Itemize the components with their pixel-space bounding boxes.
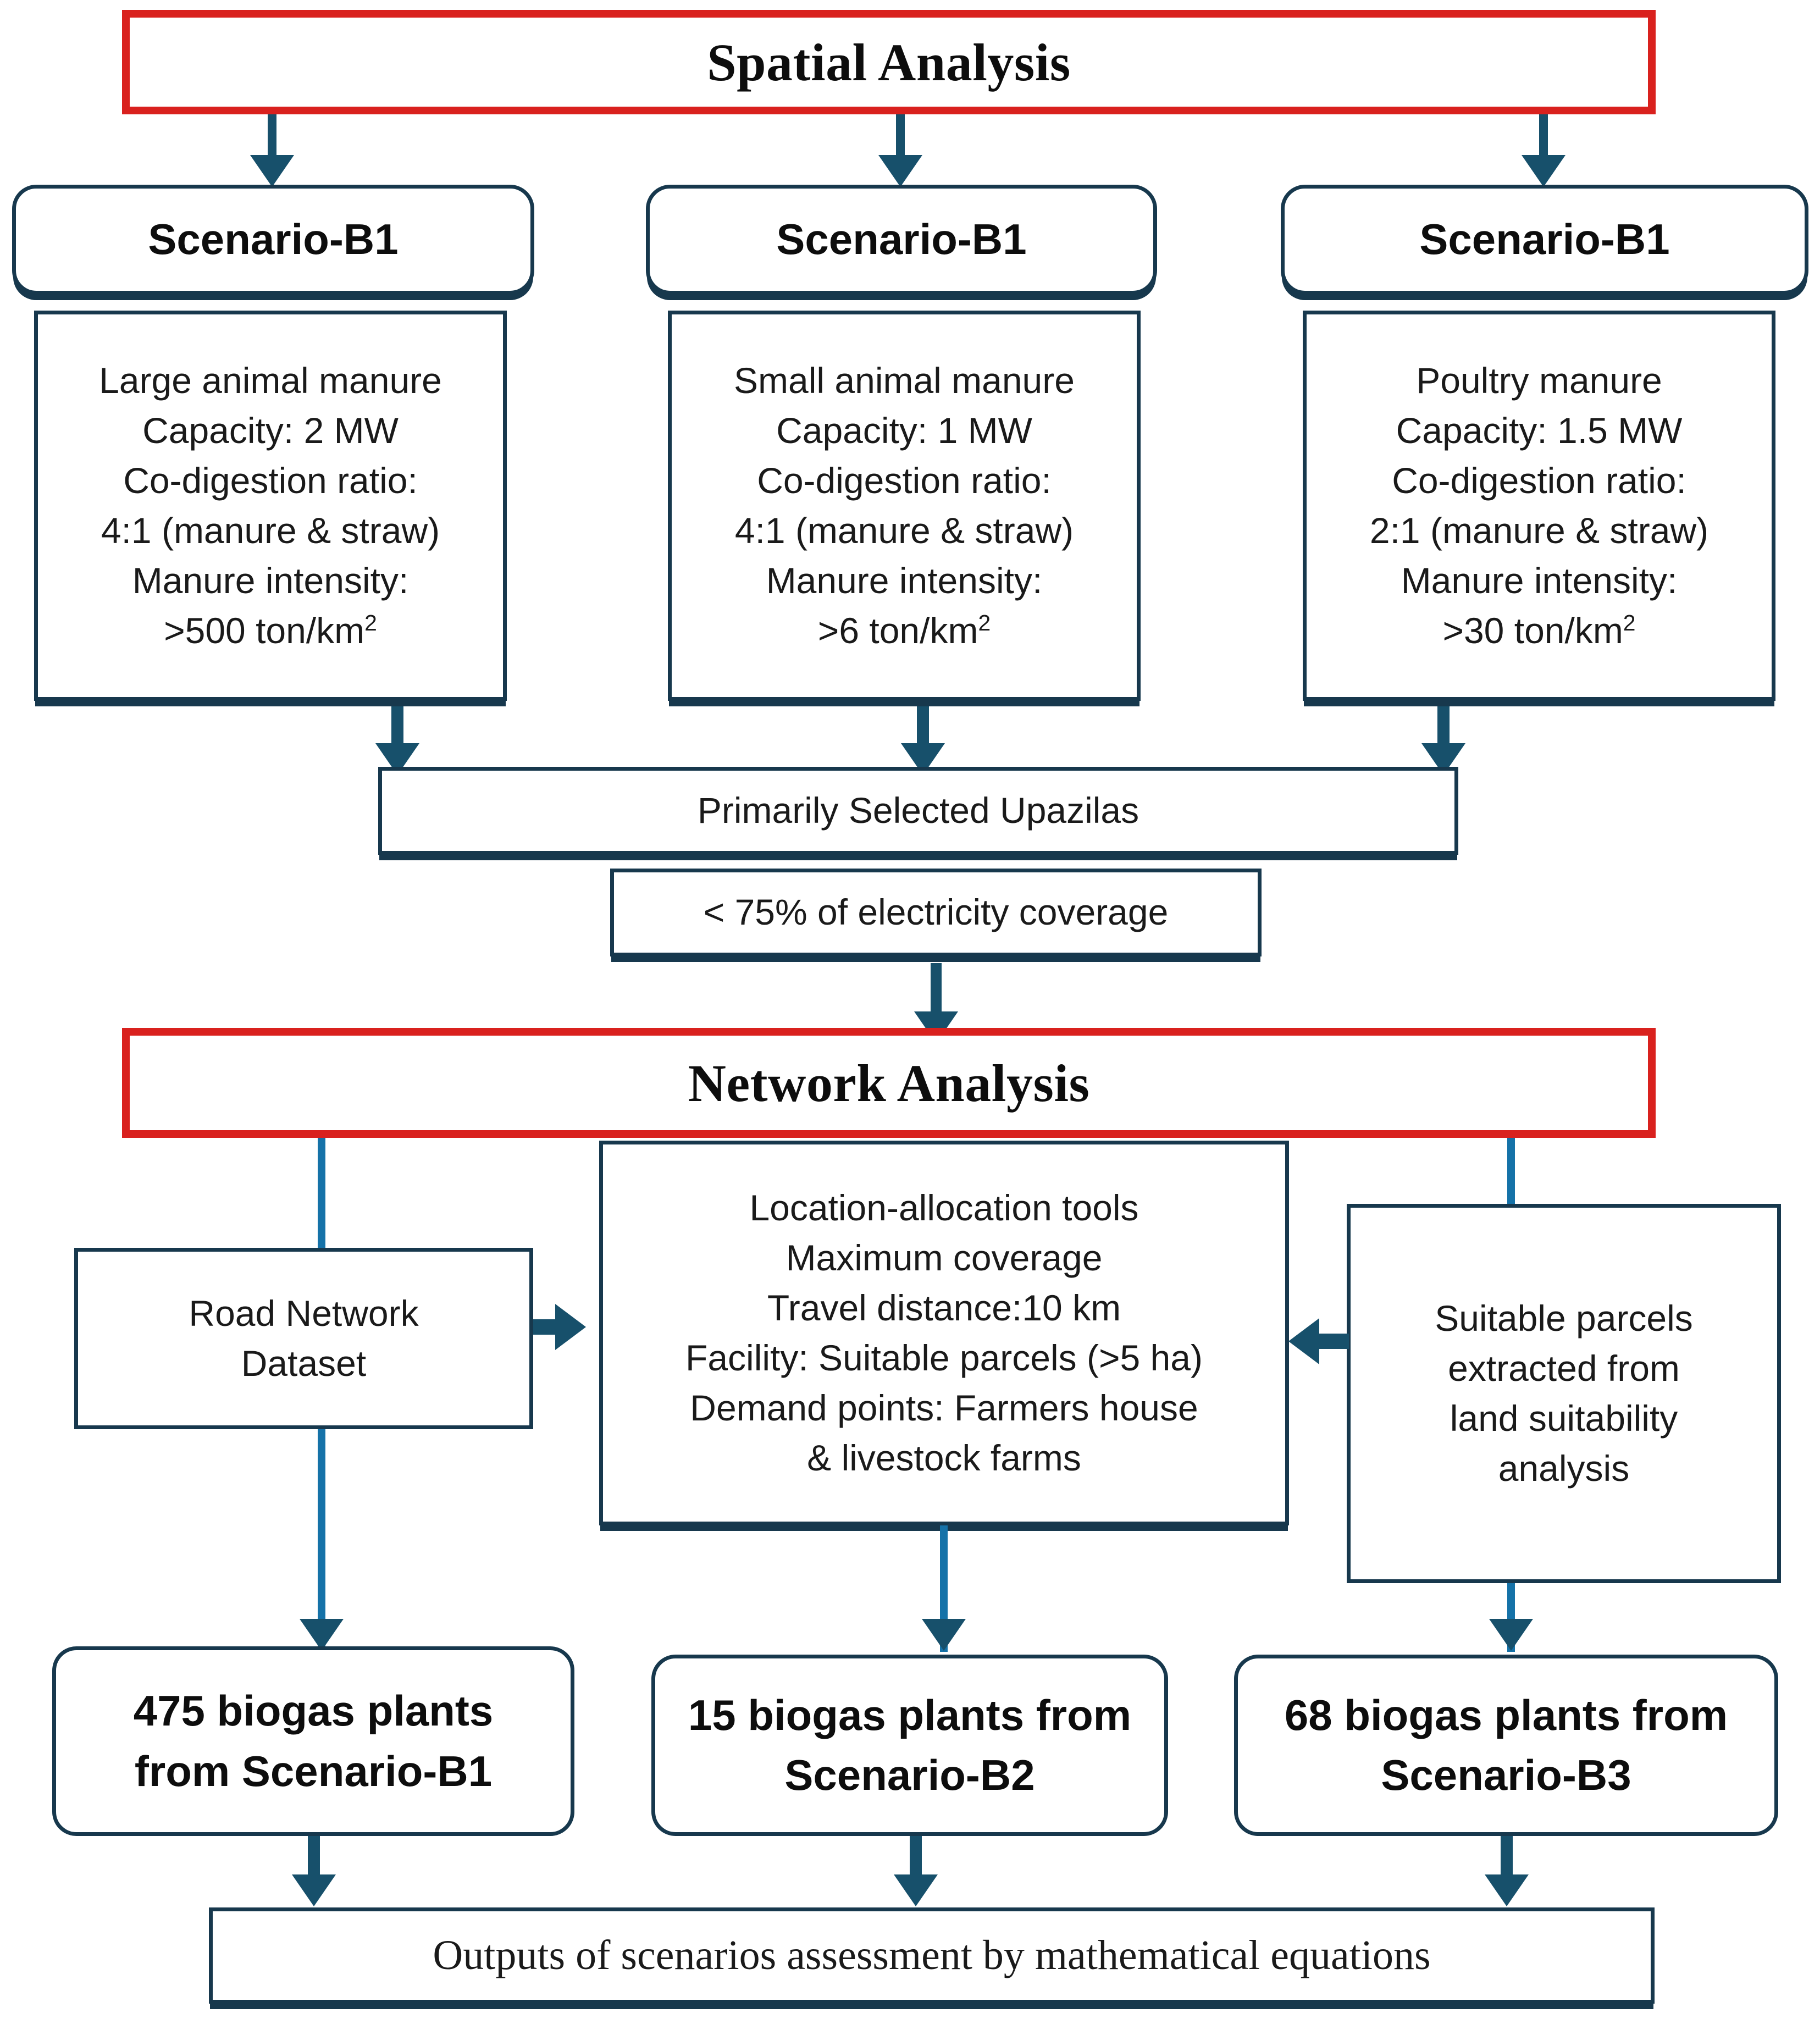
- arrow-spatial-to-scenario-3: [1522, 155, 1565, 187]
- result-3-line-2: Scenario-B3: [1381, 1751, 1631, 1799]
- connector-network-to-suitable-parcels: [1507, 1138, 1515, 1207]
- location-allocation-line-3: Travel distance:10 km: [767, 1287, 1121, 1328]
- arrow-to-result-3: [1489, 1619, 1533, 1651]
- electricity-coverage-label: < 75% of electricity coverage: [703, 892, 1169, 933]
- connector-electricity-to-network: [931, 963, 942, 1024]
- connector-network-to-road-network: [318, 1138, 325, 1248]
- connector-road-network-to-result-1: [318, 1429, 325, 1649]
- connector-result-1-to-outputs: [308, 1836, 320, 1885]
- location-allocation-box: Location-allocation tools Maximum covera…: [599, 1141, 1289, 1525]
- scenario-1-ratio-label: Co-digestion ratio:: [123, 460, 418, 501]
- suitable-parcels-line-4: analysis: [1498, 1448, 1630, 1489]
- scenario-1-label: Scenario-B1: [148, 215, 399, 264]
- primarily-selected-upazilas-label: Primarily Selected Upazilas: [697, 790, 1139, 831]
- scenario-1-details: Large animal manure Capacity: 2 MW Co-di…: [34, 311, 507, 701]
- outputs-label: Outputs of scenarios assessment by mathe…: [433, 1932, 1431, 1979]
- scenario-2-intensity-value: >6 ton/km2: [817, 610, 991, 651]
- scenario-2-ratio-label: Co-digestion ratio:: [757, 460, 1052, 501]
- connector-result-3-to-outputs: [1501, 1836, 1513, 1885]
- arrow-result-1-to-outputs: [292, 1874, 336, 1906]
- arrow-spatial-to-scenario-2: [878, 155, 922, 187]
- scenario-2-ratio-value: 4:1 (manure & straw): [734, 510, 1074, 551]
- scenario-3-capacity: Capacity: 1.5 MW: [1396, 410, 1683, 451]
- result-2-line-1: 15 biogas plants from: [688, 1690, 1132, 1739]
- result-box-2: 15 biogas plants from Scenario-B2: [651, 1655, 1168, 1836]
- scenario-2-header: Scenario-B1: [646, 185, 1157, 295]
- connector-spatial-to-scenario-1: [268, 114, 276, 164]
- connector-suitable-parcels-to-location: [1318, 1334, 1349, 1349]
- scenario-3-intensity-label: Manure intensity:: [1401, 560, 1678, 601]
- electricity-coverage-box: < 75% of electricity coverage: [610, 869, 1262, 956]
- scenario-3-ratio-label: Co-digestion ratio:: [1392, 460, 1686, 501]
- result-box-3: 68 biogas plants from Scenario-B3: [1234, 1655, 1778, 1836]
- connector-spatial-to-scenario-3: [1539, 114, 1548, 164]
- arrow-result-2-to-outputs: [894, 1874, 938, 1906]
- arrow-result-3-to-outputs: [1485, 1874, 1529, 1906]
- result-box-1: 475 biogas plants from Scenario-B1: [52, 1646, 574, 1836]
- connector-spatial-to-scenario-2: [896, 114, 905, 164]
- scenario-1-ratio-value: 4:1 (manure & straw): [101, 510, 440, 551]
- arrow-spatial-to-scenario-1: [250, 155, 294, 187]
- scenario-2-label: Scenario-B1: [776, 215, 1027, 264]
- scenario-3-details: Poultry manure Capacity: 1.5 MW Co-diges…: [1303, 311, 1775, 701]
- outputs-box: Outputs of scenarios assessment by mathe…: [209, 1907, 1655, 2004]
- scenario-3-intensity-value: >30 ton/km2: [1442, 610, 1636, 651]
- scenario-1-header: Scenario-B1: [12, 185, 534, 295]
- primarily-selected-upazilas-box: Primarily Selected Upazilas: [378, 767, 1458, 855]
- suitable-parcels-line-2: extracted from: [1448, 1347, 1680, 1389]
- scenario-3-feedstock: Poultry manure: [1416, 360, 1662, 401]
- result-3-line-1: 68 biogas plants from: [1284, 1690, 1728, 1739]
- arrow-road-network-to-location: [555, 1304, 586, 1350]
- scenario-3-ratio-value: 2:1 (manure & straw): [1369, 510, 1709, 551]
- scenario-1-intensity-label: Manure intensity:: [132, 560, 409, 601]
- road-network-dataset-box: Road Network Dataset: [74, 1248, 533, 1429]
- road-network-line-2: Dataset: [241, 1343, 367, 1384]
- network-analysis-header: Network Analysis: [122, 1028, 1656, 1138]
- arrow-to-result-1: [300, 1619, 344, 1651]
- network-analysis-title: Network Analysis: [688, 1053, 1090, 1113]
- location-allocation-line-4: Facility: Suitable parcels (>5 ha): [685, 1337, 1203, 1378]
- spatial-analysis-header: Spatial Analysis: [122, 10, 1656, 114]
- suitable-parcels-line-3: land suitability: [1450, 1398, 1678, 1439]
- scenario-2-capacity: Capacity: 1 MW: [776, 410, 1032, 451]
- suitable-parcels-line-1: Suitable parcels: [1435, 1297, 1693, 1339]
- location-allocation-line-5: Demand points: Farmers house: [690, 1387, 1198, 1429]
- scenario-3-header: Scenario-B1: [1281, 185, 1808, 295]
- scenario-2-details: Small animal manure Capacity: 1 MW Co-di…: [668, 311, 1141, 701]
- scenario-1-capacity: Capacity: 2 MW: [142, 410, 399, 451]
- scenario-2-feedstock: Small animal manure: [734, 360, 1075, 401]
- scenario-2-intensity-label: Manure intensity:: [766, 560, 1043, 601]
- result-2-line-2: Scenario-B2: [784, 1751, 1035, 1799]
- arrow-suitable-parcels-to-location: [1288, 1318, 1319, 1364]
- scenario-1-intensity-value: >500 ton/km2: [164, 610, 377, 651]
- location-allocation-line-1: Location-allocation tools: [749, 1187, 1139, 1228]
- location-allocation-line-6: & livestock farms: [807, 1437, 1081, 1479]
- scenario-1-feedstock: Large animal manure: [99, 360, 442, 401]
- road-network-line-1: Road Network: [189, 1292, 419, 1334]
- scenario-3-label: Scenario-B1: [1419, 215, 1670, 264]
- connector-scenario-2-to-upazilas: [917, 706, 929, 753]
- location-allocation-line-2: Maximum coverage: [785, 1237, 1103, 1278]
- suitable-parcels-box: Suitable parcels extracted from land sui…: [1347, 1204, 1781, 1583]
- arrow-to-result-2: [922, 1619, 966, 1651]
- result-1-line-2: from Scenario-B1: [134, 1746, 493, 1795]
- result-1-line-1: 475 biogas plants: [133, 1686, 494, 1735]
- connector-scenario-3-to-upazilas: [1437, 706, 1450, 753]
- spatial-analysis-title: Spatial Analysis: [707, 32, 1071, 92]
- connector-scenario-1-to-upazilas: [391, 706, 403, 753]
- connector-road-network-to-location: [533, 1319, 558, 1335]
- connector-result-2-to-outputs: [910, 1836, 922, 1885]
